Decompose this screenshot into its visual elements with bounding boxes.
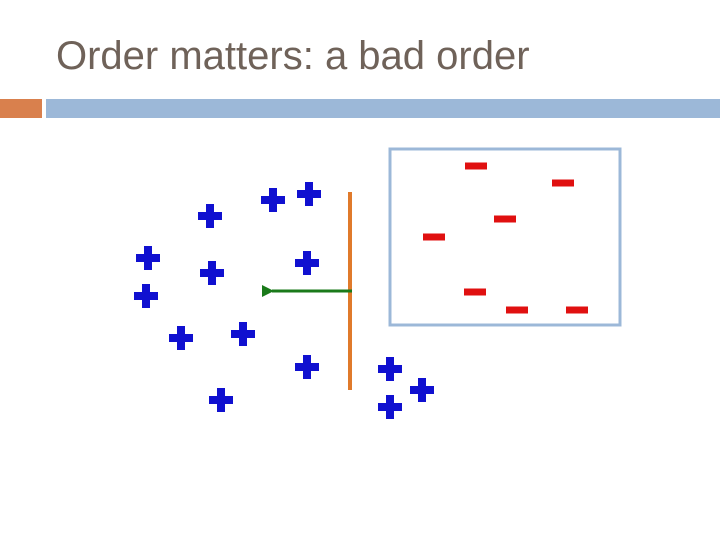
positive-points [134, 182, 434, 419]
plus-vertical-bar [144, 246, 152, 270]
positive-point [261, 188, 285, 212]
negative-point [464, 288, 486, 296]
plus-vertical-bar [305, 182, 313, 206]
positive-point [200, 261, 224, 285]
positive-point [378, 395, 402, 419]
negative-points [423, 162, 588, 314]
negative-point [423, 233, 445, 241]
header-accent-bar [0, 99, 42, 118]
positive-point [295, 251, 319, 275]
plus-vertical-bar [303, 355, 311, 379]
positive-point [198, 204, 222, 228]
header-bar [46, 99, 720, 118]
negative-point [494, 215, 516, 223]
positive-point [231, 322, 255, 346]
plus-vertical-bar [142, 284, 150, 308]
plus-vertical-bar [386, 357, 394, 381]
plus-vertical-bar [303, 251, 311, 275]
positive-point [297, 182, 321, 206]
plus-vertical-bar [208, 261, 216, 285]
positive-point [295, 355, 319, 379]
positive-point [209, 388, 233, 412]
negative-point [566, 306, 588, 314]
plus-vertical-bar [206, 204, 214, 228]
plus-vertical-bar [418, 378, 426, 402]
negative-point [506, 306, 528, 314]
negative-point [465, 162, 487, 170]
plus-vertical-bar [217, 388, 225, 412]
negative-region-box [388, 147, 622, 327]
positive-point [410, 378, 434, 402]
slide-title: Order matters: a bad order [56, 34, 530, 78]
plus-vertical-bar [386, 395, 394, 419]
positive-point [378, 357, 402, 381]
positive-point [169, 326, 193, 350]
plus-vertical-bar [239, 322, 247, 346]
positive-point [136, 246, 160, 270]
positive-point [134, 284, 158, 308]
plus-vertical-bar [269, 188, 277, 212]
plus-vertical-bar [177, 326, 185, 350]
negative-point [552, 179, 574, 187]
